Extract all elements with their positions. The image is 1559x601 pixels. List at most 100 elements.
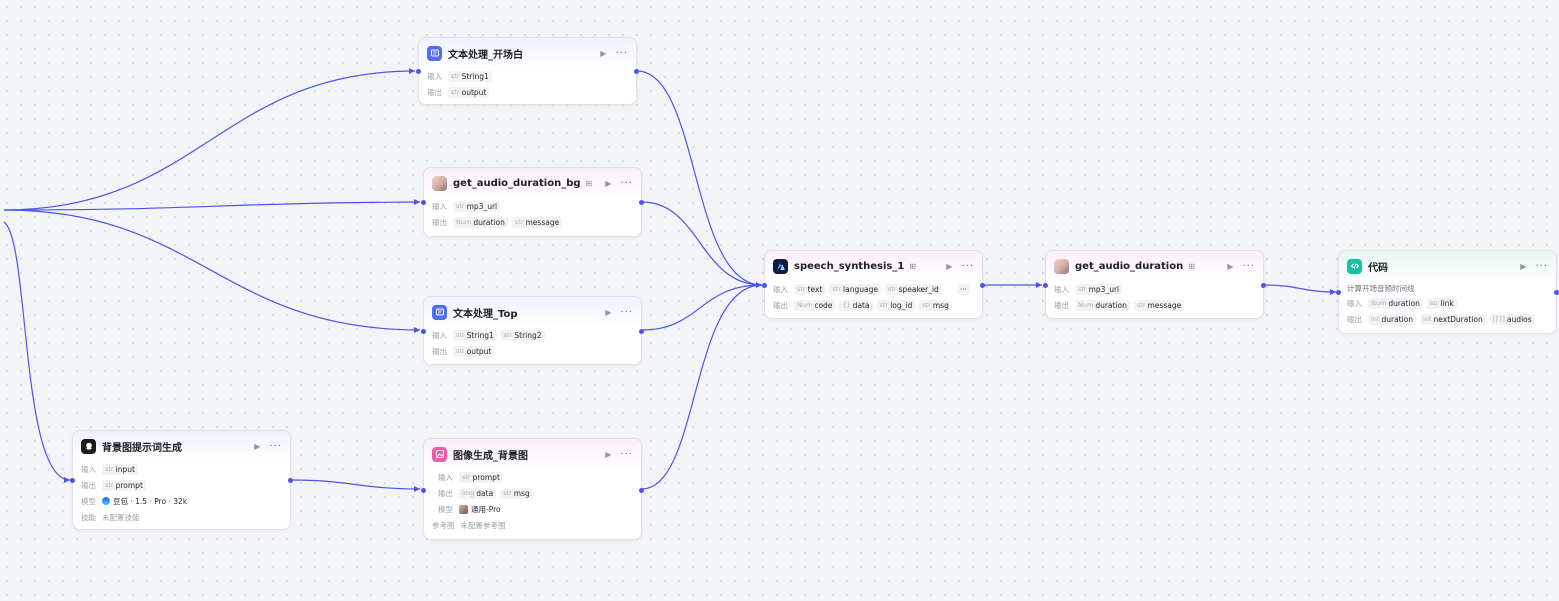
play-icon[interactable]: ▶ — [1520, 261, 1527, 271]
input-port[interactable] — [762, 283, 767, 288]
speech-synthesis-icon — [773, 258, 788, 274]
play-icon[interactable]: ▶ — [600, 48, 607, 58]
input-port[interactable] — [1043, 283, 1048, 288]
input-port[interactable] — [416, 69, 421, 74]
node-model: 模型 通用-Pro — [438, 504, 501, 514]
output-port[interactable] — [634, 69, 639, 74]
output-port[interactable] — [639, 488, 644, 493]
text-process-icon — [432, 304, 447, 320]
input-port[interactable] — [421, 329, 426, 334]
model-avatar-icon — [459, 504, 468, 514]
node-header[interactable]: 代码 ▶ ··· — [1339, 251, 1556, 281]
input-port[interactable] — [421, 200, 426, 205]
param-tag: {}data — [839, 299, 873, 311]
plugin-badge-icon: ⊞ — [909, 261, 916, 271]
node-title: 图像生成_背景图 — [453, 450, 528, 462]
output-port[interactable] — [980, 283, 985, 288]
more-icon[interactable]: ··· — [1242, 260, 1255, 272]
play-icon[interactable]: ▶ — [605, 178, 612, 188]
param-tag: [] []audios — [1489, 313, 1535, 325]
output-port[interactable] — [1554, 290, 1559, 295]
more-icon[interactable]: ··· — [615, 47, 628, 59]
node-header[interactable]: 图像生成_背景图 ▶ ··· — [424, 439, 641, 469]
play-icon[interactable]: ▶ — [605, 449, 612, 459]
input-port[interactable] — [1336, 290, 1341, 295]
edge-prompt-to-image — [290, 479, 421, 490]
plugin-badge-icon: ⊞ — [585, 178, 593, 188]
more-icon[interactable]: ··· — [620, 306, 633, 318]
edge-start-to-text-opening — [3, 70, 416, 211]
more-params-tag[interactable]: ··· — [956, 283, 970, 295]
play-icon[interactable]: ▶ — [605, 307, 612, 317]
more-icon[interactable]: ··· — [620, 177, 633, 189]
node-title: speech_synthesis_1 — [794, 260, 905, 272]
node-description: 计算开场音频时间线 — [1347, 283, 1415, 293]
avatar-icon — [432, 175, 447, 191]
play-icon[interactable]: ▶ — [946, 261, 953, 271]
more-icon[interactable]: ··· — [620, 448, 633, 460]
model-name: 豆包 · 1.5 · Pro · 32k — [113, 496, 188, 506]
skill-value: 未配置技能 — [102, 512, 140, 522]
edge-start-to-text-top — [3, 209, 421, 331]
node-title: 背景图提示词生成 — [102, 442, 182, 454]
input-port[interactable] — [421, 488, 426, 493]
ref-value: 未配置参考图 — [460, 520, 506, 530]
play-icon[interactable]: ▶ — [254, 441, 261, 451]
node-header[interactable]: get_audio_duration ⊞ ▶ ··· — [1046, 251, 1263, 281]
more-icon[interactable]: ··· — [269, 440, 282, 452]
node-header[interactable]: speech_synthesis_1 ⊞ ▶ ··· — [765, 251, 982, 281]
more-icon[interactable]: ··· — [961, 260, 974, 272]
play-icon[interactable]: ▶ — [1227, 261, 1234, 271]
node-header[interactable]: get_audio_duration_bg ⊞ ▶ ··· — [424, 168, 641, 198]
output-port[interactable] — [639, 329, 644, 334]
output-port[interactable] — [1261, 283, 1266, 288]
model-name: 通用-Pro — [471, 504, 501, 514]
node-title: get_audio_duration — [1075, 260, 1184, 272]
text-process-icon — [427, 45, 442, 61]
input-port[interactable] — [70, 478, 75, 483]
more-icon[interactable]: ··· — [1535, 260, 1548, 272]
llm-icon — [81, 438, 96, 454]
node-header[interactable]: 文本处理_开场白 ▶ ··· — [419, 38, 636, 68]
node-header[interactable]: 文本处理_Top ▶ ··· — [424, 297, 641, 327]
node-header[interactable]: 背景图提示词生成 ▶ ··· — [73, 431, 290, 461]
output-port[interactable] — [639, 200, 644, 205]
output-port[interactable] — [288, 478, 293, 483]
node-title: get_audio_duration_bg — [453, 177, 581, 189]
